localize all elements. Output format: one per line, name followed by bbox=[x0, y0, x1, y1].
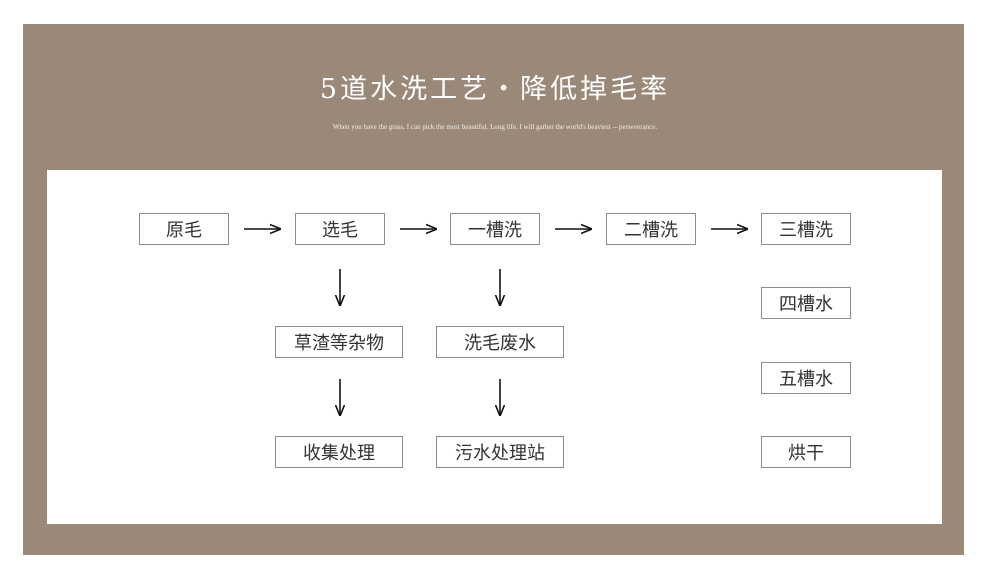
step-wash-wastewater: 洗毛废水 bbox=[436, 326, 564, 358]
page-title: 5道水洗工艺・降低掉毛率 bbox=[319, 74, 671, 105]
step-tank-water-5: 五槽水 bbox=[761, 362, 851, 394]
step-tank-water-4: 四槽水 bbox=[761, 287, 851, 319]
step-raw-wool: 原毛 bbox=[139, 213, 229, 245]
page-subtitle: When you have the grass, I can pick the … bbox=[332, 123, 658, 131]
step-tank-wash-1: 一槽洗 bbox=[450, 213, 540, 245]
step-sewage-plant: 污水处理站 bbox=[436, 436, 564, 468]
step-wool-sorting: 选毛 bbox=[295, 213, 385, 245]
step-drying: 烘干 bbox=[761, 436, 851, 468]
step-grass-debris: 草渣等杂物 bbox=[275, 326, 403, 358]
step-tank-wash-2: 二槽洗 bbox=[606, 213, 696, 245]
step-collection-processing: 收集处理 bbox=[275, 436, 403, 468]
step-tank-wash-3: 三槽洗 bbox=[761, 213, 851, 245]
